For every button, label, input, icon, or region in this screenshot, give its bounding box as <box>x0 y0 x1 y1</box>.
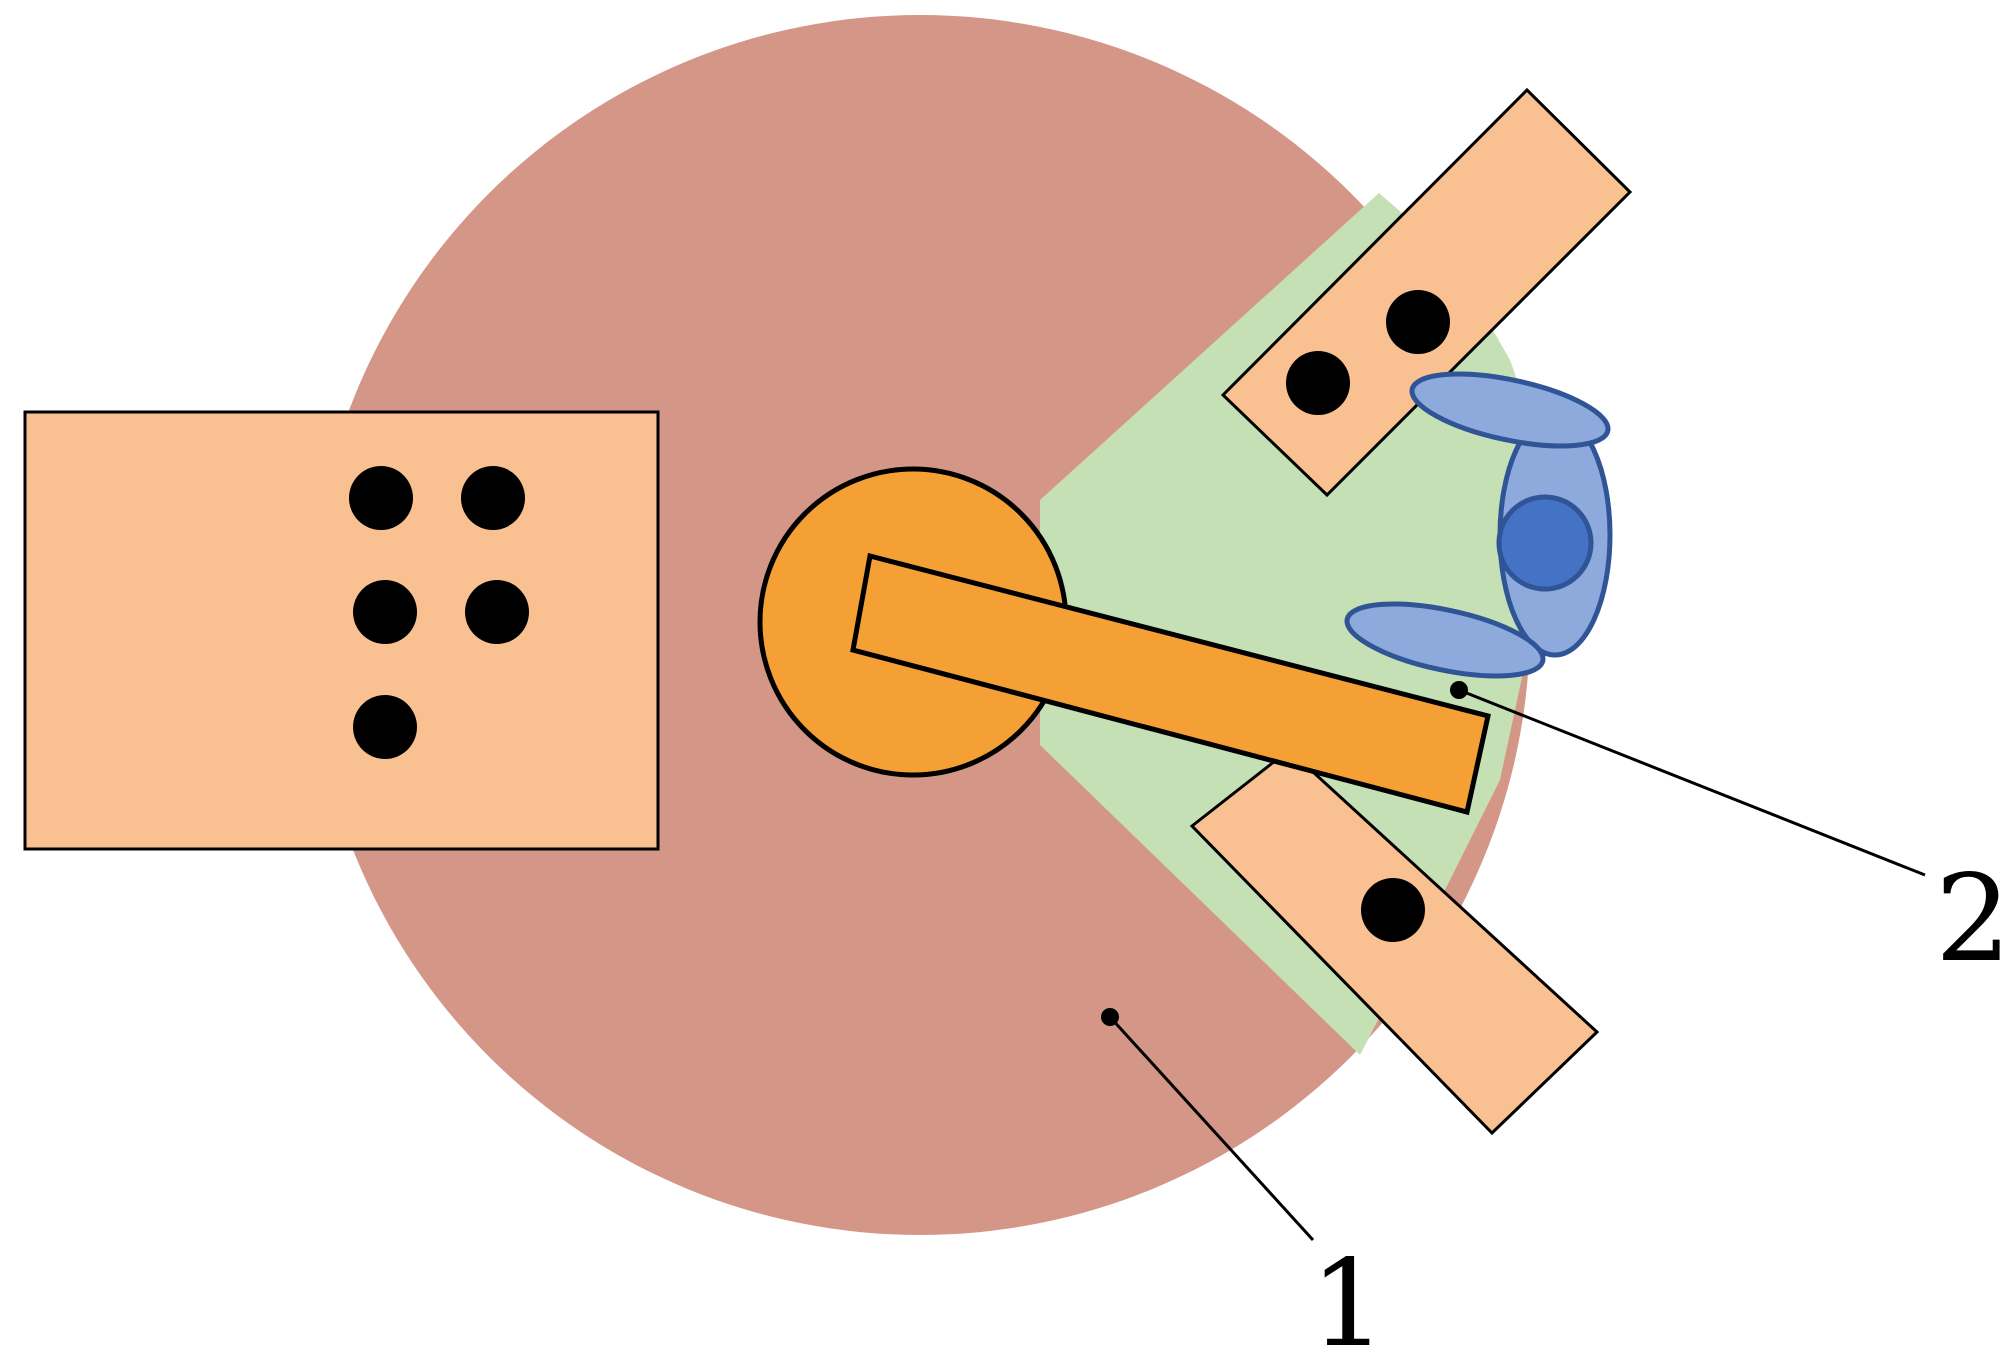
part-dot <box>1286 351 1350 415</box>
callout-2-leader <box>1458 688 1926 877</box>
part-dot <box>465 580 529 644</box>
part-dot <box>1386 290 1450 354</box>
part-dot <box>1361 878 1425 942</box>
callout-1-leader <box>1108 1015 1315 1242</box>
part-dot <box>353 580 417 644</box>
part-dot <box>353 695 417 759</box>
left-station <box>23 410 660 851</box>
part-dot <box>461 466 525 530</box>
robot-arm <box>850 552 1491 816</box>
callout-2: 2 <box>1450 681 2011 989</box>
left-station-parts <box>349 466 529 759</box>
callout-1-label: 1 <box>1310 1235 1386 1364</box>
part-dot <box>349 466 413 530</box>
operator-upper-arm <box>1409 371 1611 449</box>
operator-icon <box>1344 371 1613 679</box>
operator-head <box>1496 494 1594 592</box>
callout-2-label: 2 <box>1935 850 2011 989</box>
callout-1: 1 <box>1101 1008 1386 1364</box>
operator-lower-arm <box>1344 601 1546 679</box>
